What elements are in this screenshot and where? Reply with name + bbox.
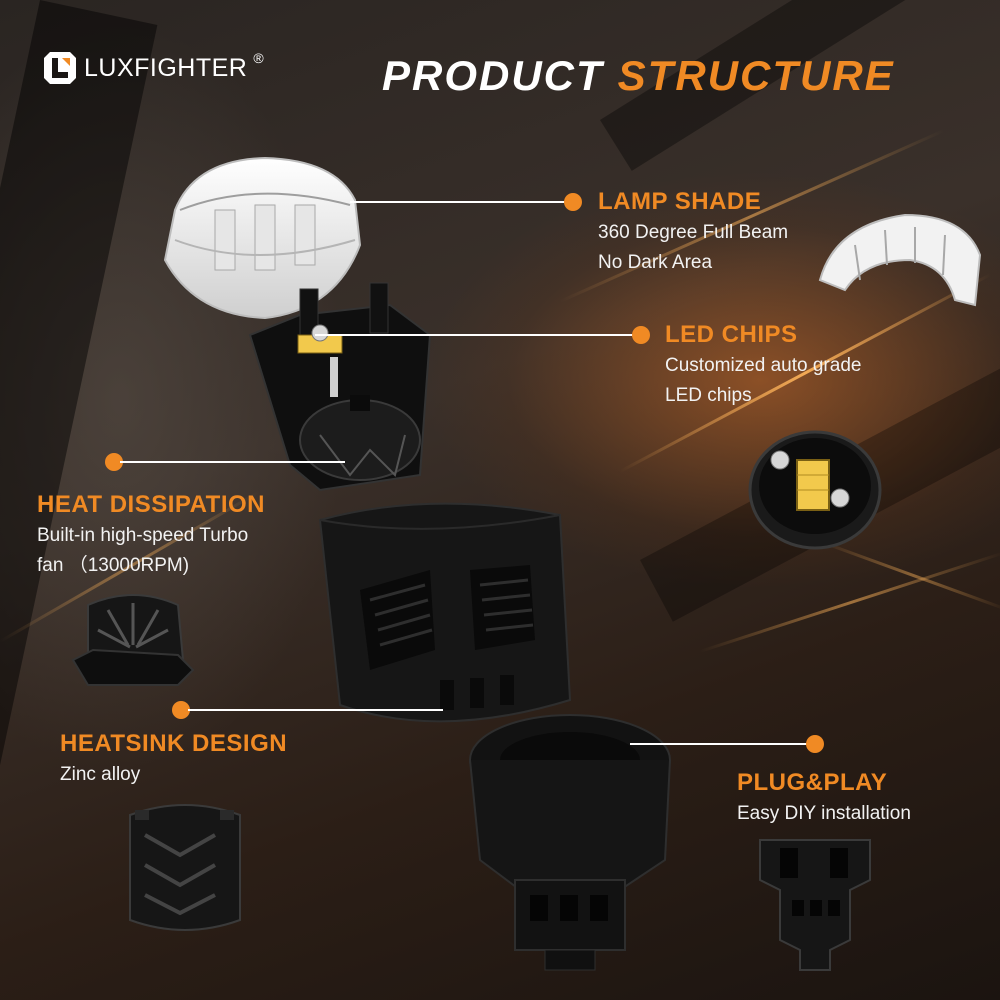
heatsink-design-callout: HEATSINK DESIGN Zinc alloy — [60, 730, 287, 790]
brand-logo-icon — [44, 52, 76, 84]
led-chip-board — [248, 282, 432, 492]
led-chips-desc-line: Customized auto grade — [665, 355, 862, 376]
registered-mark: ® — [253, 50, 264, 66]
lamp-shade-desc-line: 360 Degree Full Beam — [598, 222, 789, 243]
lamp-shade-callout-dot — [564, 193, 582, 211]
lamp-shade-detail-image — [818, 213, 982, 307]
led-chips-connector-line — [315, 334, 640, 336]
plug-base — [469, 714, 671, 971]
heatsink-body — [318, 502, 572, 723]
led-chips-title: LED CHIPS — [665, 321, 798, 348]
brand-name: LUXFIGHTER — [84, 53, 248, 82]
heat-dissipation-title: HEAT DISSIPATION — [37, 491, 266, 518]
plug-detail-image — [759, 839, 871, 971]
brand-logo: LUXFIGHTER ® — [42, 50, 264, 86]
headline-word-product: PRODUCT — [382, 52, 604, 99]
turbo-fan-detail-image — [71, 594, 195, 686]
heatsink-connector-line — [188, 709, 443, 711]
plug-play-callout-dot — [806, 735, 824, 753]
headline: PRODUCT STRUCTURE — [382, 52, 895, 100]
plug-play-title: PLUG&PLAY — [737, 769, 888, 796]
heatsink-design-title: HEATSINK DESIGN — [60, 730, 288, 757]
heatsink-design-desc-line: Zinc alloy — [60, 764, 141, 785]
heat-dissipation-desc-line: Built-in high-speed Turbo — [37, 525, 249, 546]
led-chips-callout: LED CHIPS Customized auto grade LED chip… — [665, 321, 861, 411]
lamp-shade-desc-line: No Dark Area — [598, 252, 713, 273]
plug-play-callout: PLUG&PLAY Easy DIY installation — [737, 769, 911, 829]
led-chips-detail-image — [748, 430, 882, 550]
led-chips-callout-dot — [632, 326, 650, 344]
plug-play-connector-line — [630, 743, 810, 745]
heat-dissipation-connector-line — [120, 461, 345, 463]
heat-dissipation-desc-line: fan （13000RPM) — [37, 555, 190, 576]
lamp-shade-title: LAMP SHADE — [598, 188, 762, 215]
headline-word-structure: STRUCTURE — [617, 52, 895, 99]
light-streak — [819, 540, 1000, 612]
plug-play-desc-line: Easy DIY installation — [737, 803, 911, 824]
heatsink-callout-dot — [172, 701, 190, 719]
lamp-shade-connector-line — [350, 201, 572, 203]
heatsink-detail-image — [129, 804, 241, 931]
heat-dissipation-callout-dot — [105, 453, 123, 471]
lamp-shade-dome — [163, 156, 362, 320]
heat-dissipation-callout: HEAT DISSIPATION Built-in high-speed Tur… — [37, 491, 265, 581]
lamp-shade-callout: LAMP SHADE 360 Degree Full Beam No Dark … — [598, 188, 788, 278]
led-chips-desc-line: LED chips — [665, 385, 752, 406]
